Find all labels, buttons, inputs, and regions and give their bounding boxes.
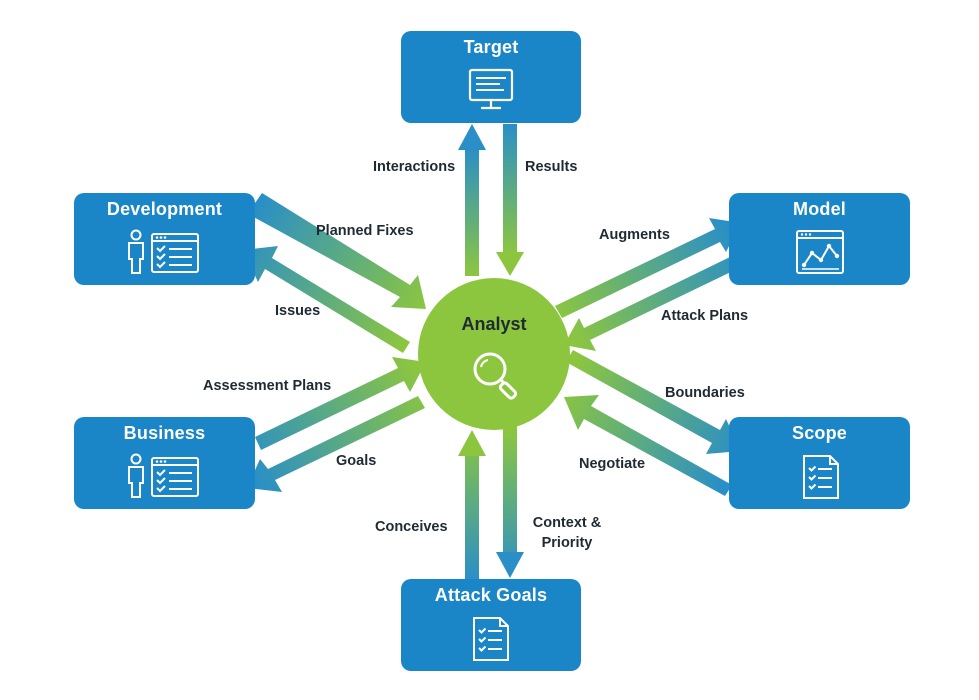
monitor-icon	[468, 68, 514, 110]
arrow-assessment-plans	[255, 357, 426, 450]
checklist-document-icon	[803, 455, 839, 499]
node-model-title: Model	[793, 199, 846, 219]
label-context-priority-line2: Priority	[541, 535, 593, 551]
label-context-priority-line1: Context &	[532, 515, 602, 531]
line-chart-icon	[796, 230, 844, 274]
label-results: Results	[525, 159, 578, 175]
label-assessment-plans: Assessment Plans	[203, 378, 332, 394]
label-context-priority: Context & Priority	[526, 513, 608, 553]
label-planned-fixes: Planned Fixes	[316, 223, 414, 239]
label-interactions: Interactions	[373, 159, 456, 175]
node-model: Model	[729, 193, 910, 285]
arrow-context-priority	[496, 426, 524, 578]
label-augments: Augments	[599, 227, 670, 243]
arrow-boundaries	[566, 350, 741, 454]
node-attack-goals-title: Attack Goals	[434, 585, 548, 605]
label-goals: Goals	[336, 453, 377, 469]
arrow-goals	[247, 396, 425, 492]
label-boundaries: Boundaries	[665, 385, 745, 401]
node-target-title: Target	[463, 37, 519, 57]
person-checklist-icon	[128, 453, 199, 498]
node-analyst: Analyst	[418, 278, 570, 430]
node-analyst-title: Analyst	[461, 314, 527, 334]
label-attack-plans: Attack Plans	[661, 308, 749, 324]
magnifier-icon	[473, 352, 518, 400]
arrow-attack-plans	[564, 257, 737, 351]
node-attack-goals: Attack Goals	[401, 579, 581, 671]
arrow-issues	[243, 246, 410, 353]
label-issues: Issues	[275, 303, 321, 319]
node-business: Business	[74, 417, 255, 509]
node-business-title: Business	[123, 423, 206, 443]
node-development-title: Development	[106, 199, 223, 219]
arrow-augments	[555, 218, 741, 318]
arrow-negotiate	[564, 395, 732, 496]
arrow-results	[496, 124, 524, 276]
label-conceives: Conceives	[375, 519, 448, 535]
label-negotiate: Negotiate	[579, 456, 646, 472]
arrow-interactions	[458, 124, 486, 276]
node-scope: Scope	[729, 417, 910, 509]
checklist-document-icon	[473, 617, 509, 661]
node-target: Target	[401, 31, 581, 123]
person-checklist-icon	[128, 229, 199, 274]
arrow-planned-fixes	[248, 193, 426, 309]
arrow-conceives	[458, 430, 486, 580]
node-scope-title: Scope	[791, 423, 848, 443]
node-development: Development	[74, 193, 255, 285]
